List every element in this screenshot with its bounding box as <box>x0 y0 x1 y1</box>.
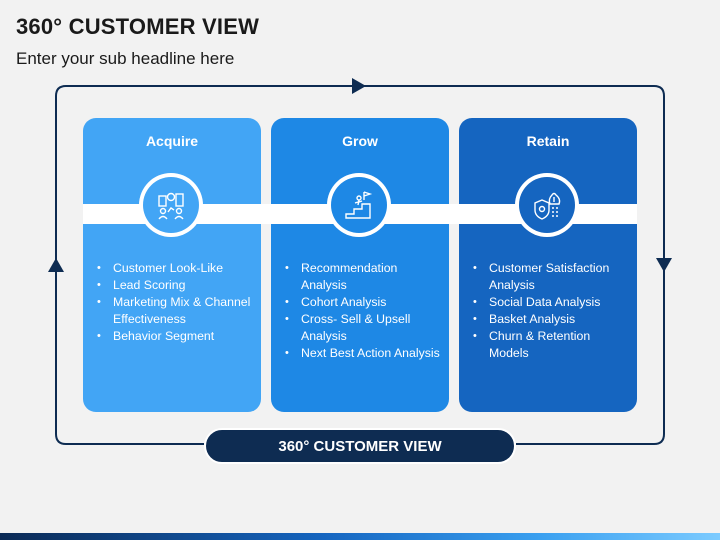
list-item: Churn & Retention Models <box>473 328 629 362</box>
arrow-down-icon <box>656 258 672 272</box>
list-item: Cross- Sell & Upsell Analysis <box>285 311 441 345</box>
stairs-flag-icon <box>345 191 373 219</box>
center-label-pill: 360° CUSTOMER VIEW <box>204 428 516 464</box>
list-item: Customer Satisfaction Analysis <box>473 260 629 294</box>
list-item: Next Best Action Analysis <box>285 345 441 362</box>
page-subtitle: Enter your sub headline here <box>16 49 235 68</box>
page-title: 360° CUSTOMER VIEW <box>16 14 260 39</box>
icon-badge <box>515 173 579 237</box>
card-title: Acquire <box>145 133 199 149</box>
list-item: Cohort Analysis <box>285 294 441 311</box>
icon-badge <box>139 173 203 237</box>
shield-money-bag-icon <box>534 192 561 220</box>
list-item: Lead Scoring <box>97 277 253 294</box>
footer-bar <box>0 533 720 540</box>
list-item: Recommendation Analysis <box>285 260 441 294</box>
buildings-team-icon <box>158 192 184 220</box>
arrow-up-icon <box>48 258 64 272</box>
grow-list: Recommendation Analysis Cohort Analysis … <box>285 260 441 362</box>
retain-list: Customer Satisfaction Analysis Social Da… <box>473 260 629 362</box>
list-item: Marketing Mix & Channel Effectiveness <box>97 294 253 328</box>
list-item: Basket Analysis <box>473 311 629 328</box>
list-item: Social Data Analysis <box>473 294 629 311</box>
list-item: Customer Look-Like <box>97 260 253 277</box>
icon-badge <box>327 173 391 237</box>
card-title: Retain <box>526 133 570 149</box>
card-retain-content: Customer Satisfaction Analysis Social Da… <box>459 118 637 412</box>
list-item: Behavior Segment <box>97 328 253 345</box>
arrow-right-icon <box>352 78 366 94</box>
acquire-list: Customer Look-Like Lead Scoring Marketin… <box>97 260 253 345</box>
card-grow-content: Recommendation Analysis Cohort Analysis … <box>271 118 449 412</box>
card-acquire-content: Customer Look-Like Lead Scoring Marketin… <box>83 118 261 412</box>
card-title: Grow <box>342 133 378 149</box>
